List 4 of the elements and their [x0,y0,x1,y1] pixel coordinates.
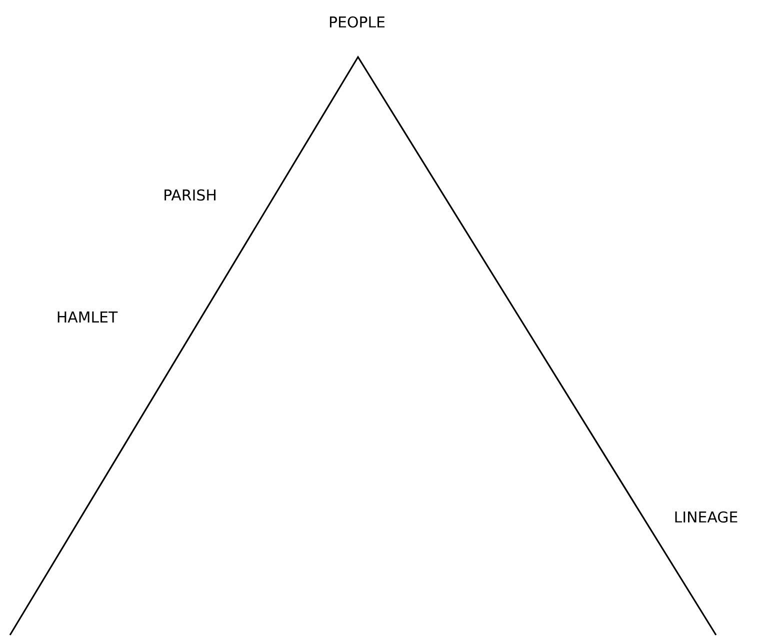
level-label: PEOPLE [330,16,385,28]
level-label: HAMLET [58,312,118,322]
level-label: PARISH [164,189,216,201]
level-label: LINEAGE [675,511,738,523]
